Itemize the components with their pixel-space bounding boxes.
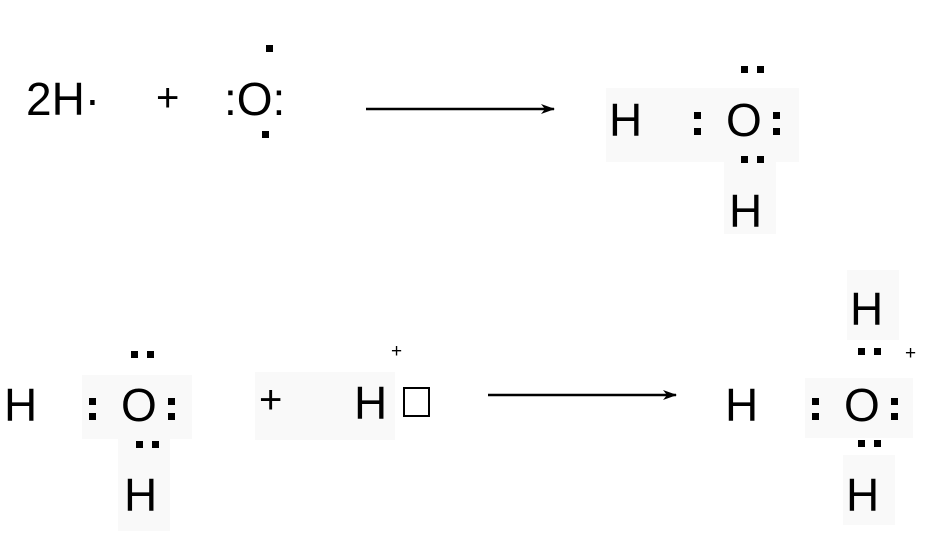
dot-icon — [874, 440, 881, 447]
dot-icon — [773, 128, 780, 135]
hydronium-h-bottom: H — [846, 469, 880, 521]
empty-box-icon — [403, 387, 430, 417]
dot-icon — [858, 440, 865, 447]
water-oxygen: O — [121, 379, 157, 431]
dot-icon — [168, 398, 175, 405]
water-h-left: H — [609, 94, 643, 146]
hydrogen-radicals: 2H· — [26, 73, 101, 125]
dot-icon — [741, 156, 748, 163]
dot-icon — [168, 413, 175, 420]
highlight-r1-product-row — [606, 88, 799, 162]
dot-icon — [147, 351, 154, 358]
water-h-bottom: H — [729, 185, 763, 237]
dot-icon — [131, 351, 138, 358]
water-h-left: H — [4, 379, 38, 431]
dot-icon — [812, 398, 819, 405]
dot-icon — [89, 398, 96, 405]
dot-icon — [136, 441, 143, 448]
highlight-r2-product-row — [805, 378, 913, 438]
dot-icon — [891, 398, 898, 405]
dot-icon — [773, 112, 780, 119]
hydronium-h-left: H — [725, 379, 759, 431]
hydronium-oxygen: O — [844, 379, 880, 431]
dot-icon — [741, 66, 748, 73]
dot-icon — [757, 156, 764, 163]
dot-icon — [266, 45, 273, 52]
dot-icon — [89, 413, 96, 420]
plus-sign: + — [156, 76, 180, 120]
water-h-bottom: H — [124, 469, 158, 521]
hydronium-charge: + — [905, 343, 917, 364]
highlight-r2-product-hbottom — [843, 455, 895, 525]
water-oxygen: O — [726, 94, 762, 146]
highlight-r2-reactant-row — [82, 375, 192, 439]
plus-sign: + — [259, 378, 283, 422]
dot-icon — [262, 131, 269, 138]
highlight-r1-product-h — [724, 162, 776, 234]
dot-icon — [858, 348, 865, 355]
dot-icon — [812, 413, 819, 420]
dot-icon — [891, 413, 898, 420]
dot-icon — [694, 112, 701, 119]
highlight-r2-reactant-h — [118, 439, 170, 531]
highlight-r2-plus — [255, 372, 395, 440]
dot-icon — [757, 66, 764, 73]
hydronium-h-top: H — [850, 283, 884, 335]
oxygen-atom: :O: — [224, 73, 286, 125]
highlight-r2-product-htop — [847, 270, 899, 340]
dot-icon — [874, 348, 881, 355]
proton-h: H — [354, 377, 388, 429]
dot-icon — [694, 128, 701, 135]
dot-icon — [152, 441, 159, 448]
proton-charge: + — [391, 341, 403, 362]
